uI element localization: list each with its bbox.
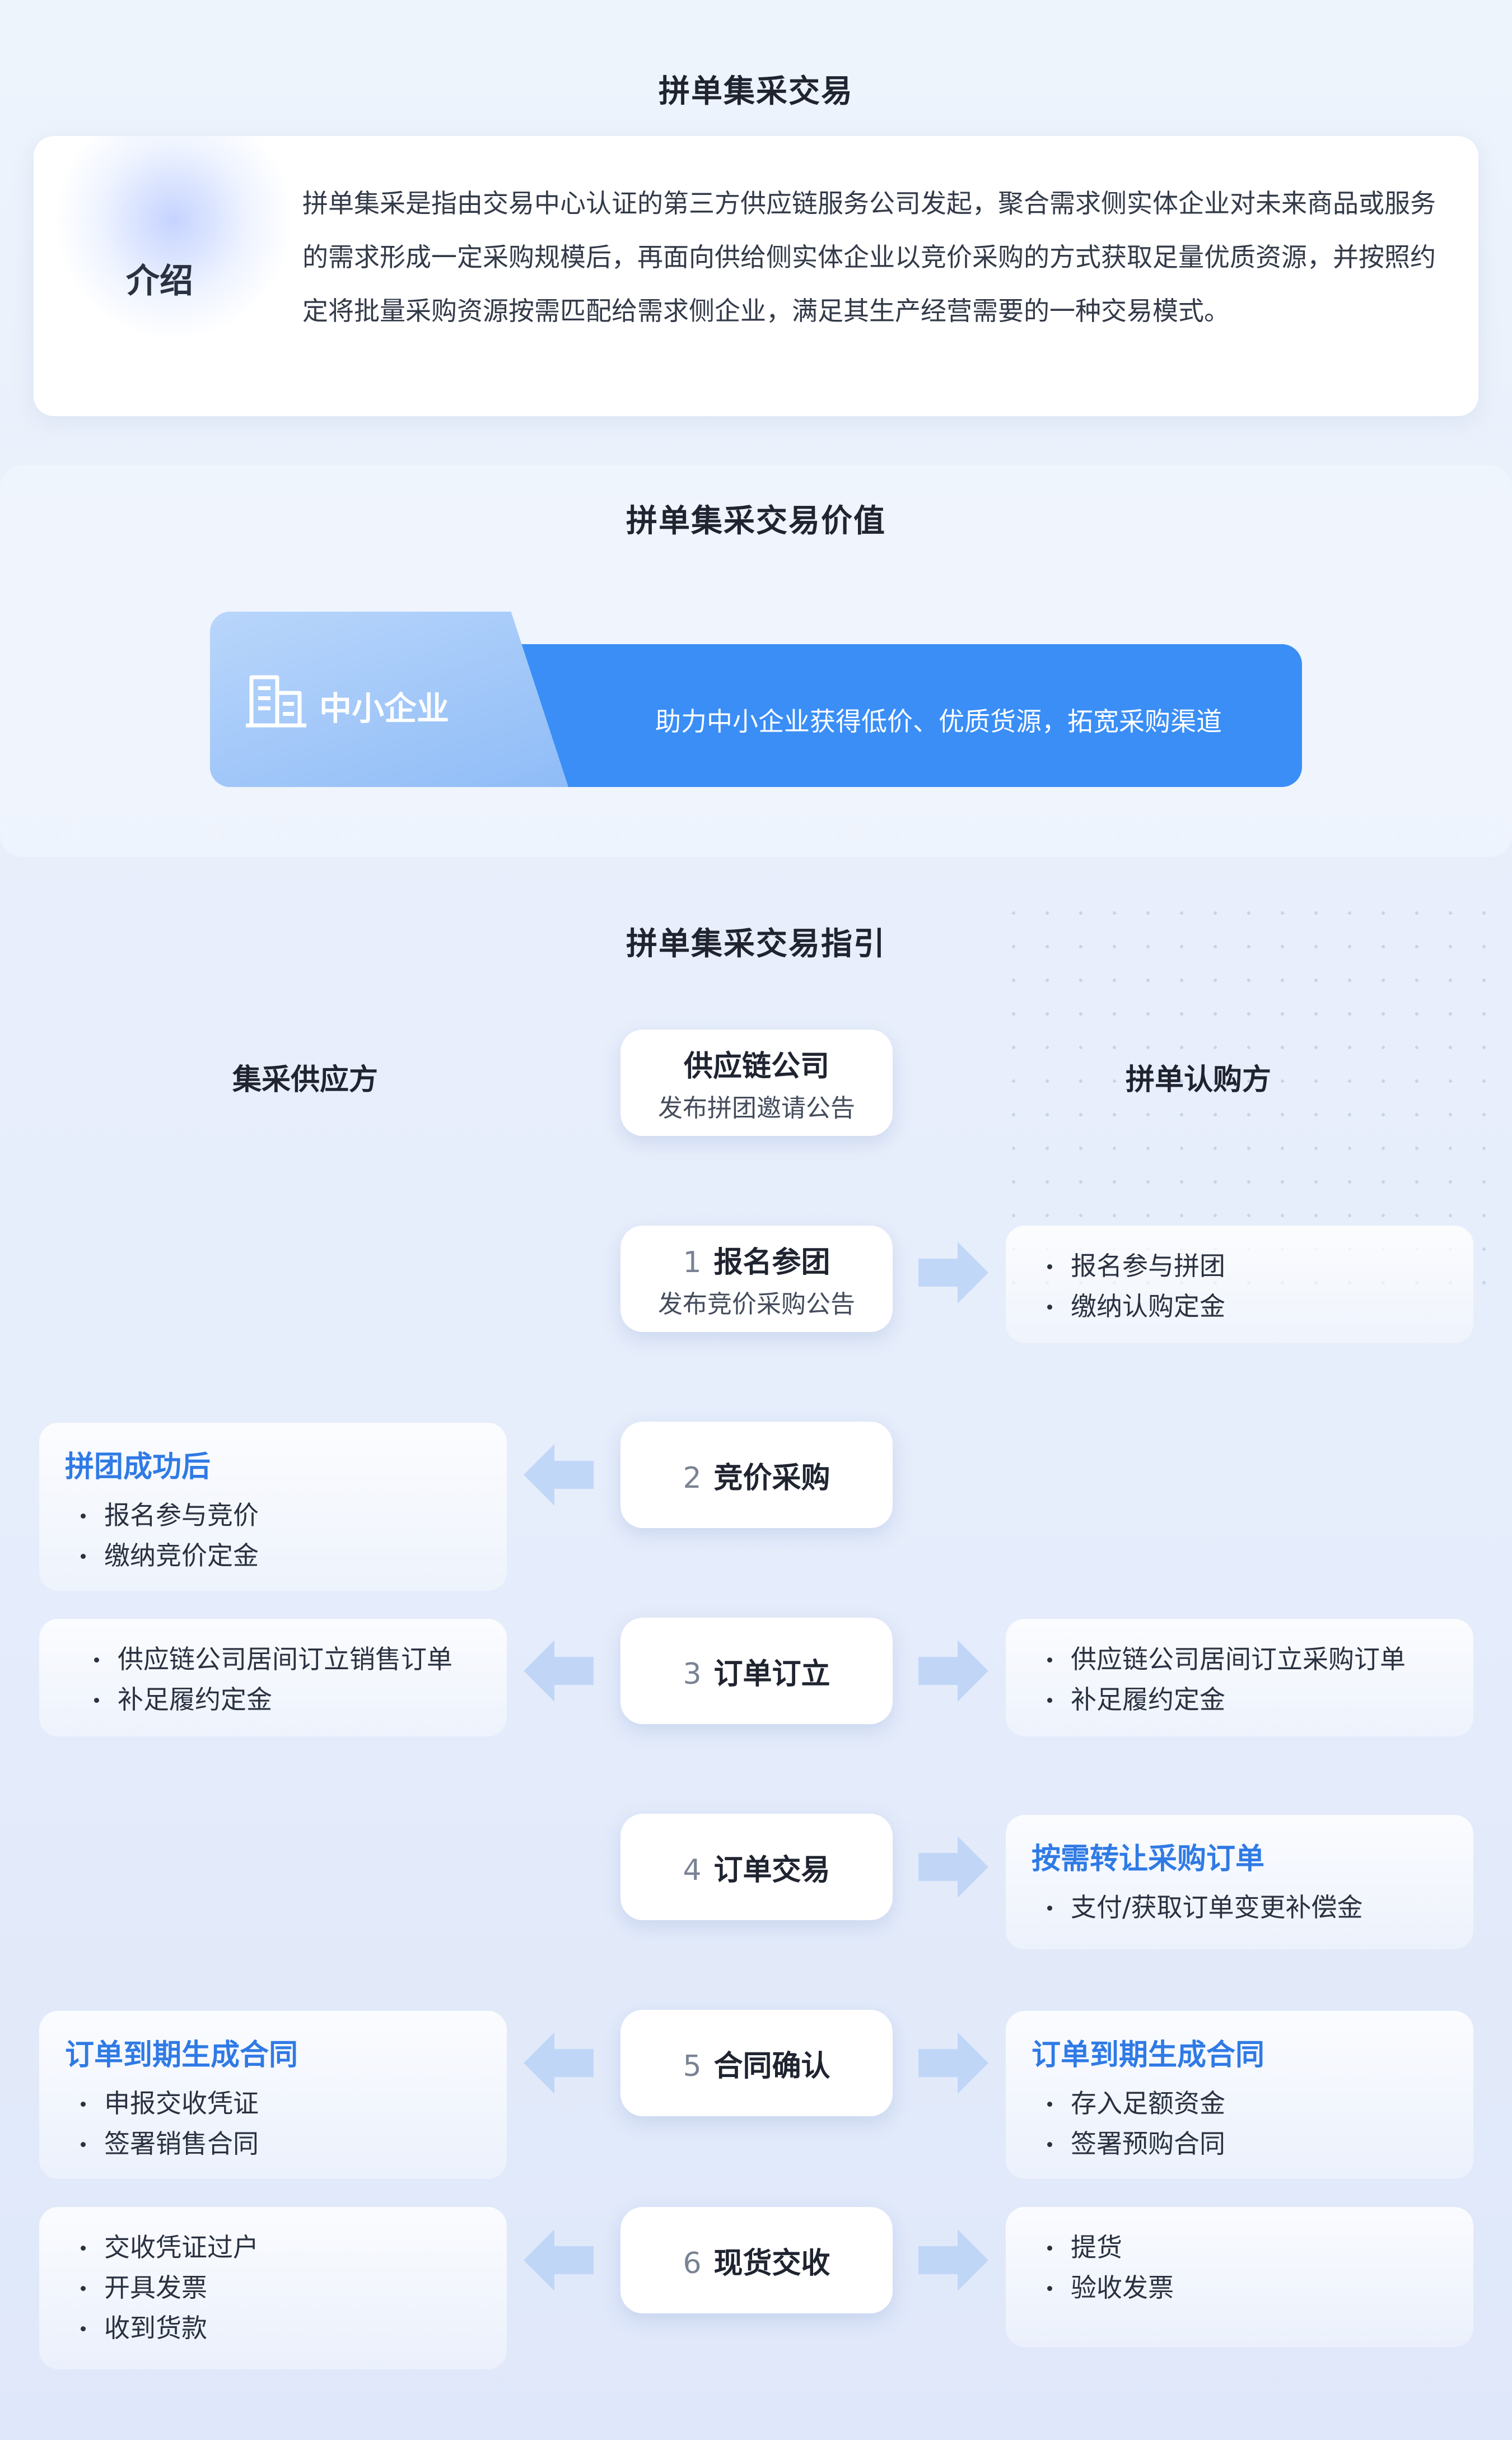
step-6-box: 6 现货交收 bbox=[620, 2207, 893, 2313]
step-5-left-card: 订单到期生成合同 申报交收凭证 签署销售合同 bbox=[39, 2011, 507, 2179]
step-label: 现货交收 bbox=[713, 2246, 830, 2280]
step-label: 订单交易 bbox=[713, 1853, 830, 1887]
step-number: 2 bbox=[683, 1461, 702, 1495]
dot-grid-decoration bbox=[997, 896, 1501, 1288]
list-item: 交收凭证过户 bbox=[65, 2227, 481, 2267]
intro-label: 介绍 bbox=[126, 262, 193, 301]
step-label: 报名参团 bbox=[713, 1245, 830, 1279]
list-item: 支付/获取订单变更补偿金 bbox=[1032, 1887, 1448, 1927]
list-item: 供应链公司居间订立采购订单 bbox=[1032, 1639, 1448, 1679]
step-number: 5 bbox=[683, 2049, 702, 2083]
step-label: 竞价采购 bbox=[713, 1461, 830, 1495]
step-subtitle: 发布竞价采购公告 bbox=[658, 1289, 855, 1319]
value-title: 拼单集采交易价值 bbox=[626, 503, 886, 539]
intro-text: 拼单集采是指由交易中心认证的第三方供应链服务公司发起，聚合需求侧实体企业对未来商… bbox=[302, 188, 1436, 326]
list-item: 补足履约定金 bbox=[78, 1679, 481, 1720]
arrow-right-icon bbox=[918, 1836, 988, 1898]
step-5-right-card: 订单到期生成合同 存入足额资金 签署预购合同 bbox=[1006, 2011, 1473, 2179]
arrow-left-icon bbox=[524, 2229, 594, 2291]
left-column-head: 集采供应方 bbox=[232, 1063, 379, 1097]
list-item: 验收发票 bbox=[1032, 2267, 1448, 2308]
step-3-box: 3 订单订立 bbox=[620, 1618, 893, 1724]
list-item: 签署预购合同 bbox=[1032, 2124, 1448, 2164]
step-number: 1 bbox=[683, 1245, 702, 1279]
step-number: 3 bbox=[683, 1657, 702, 1691]
card-title: 按需转让采购订单 bbox=[1032, 1842, 1265, 1876]
list-item: 报名参与竞价 bbox=[65, 1495, 481, 1535]
arrow-right-icon bbox=[918, 1640, 988, 1702]
arrow-left-icon bbox=[524, 1444, 594, 1506]
step-1-box: 1 报名参团 发布竞价采购公告 bbox=[620, 1226, 893, 1332]
intro-card: 介绍 拼单集采是指由交易中心认证的第三方供应链服务公司发起，聚合需求侧实体企业对… bbox=[34, 136, 1478, 416]
step-6-right-card: 提货 验收发票 bbox=[1006, 2207, 1473, 2347]
origin-box: 供应链公司 发布拼团邀请公告 bbox=[620, 1030, 893, 1136]
card-title: 订单到期生成合同 bbox=[1032, 2038, 1265, 2072]
list-item: 存入足额资金 bbox=[1032, 2083, 1448, 2124]
value-target-label: 中小企业 bbox=[319, 690, 450, 728]
intro-glow-decoration bbox=[56, 136, 291, 338]
list-item: 报名参与拼团 bbox=[1032, 1246, 1448, 1286]
list-item: 申报交收凭证 bbox=[65, 2083, 481, 2124]
step-2-box: 2 竞价采购 bbox=[620, 1422, 893, 1528]
step-2-left-card: 拼团成功后 报名参与竞价 缴纳竞价定金 bbox=[39, 1423, 507, 1591]
arrow-left-icon bbox=[524, 1640, 594, 1702]
step-5-box: 5 合同确认 bbox=[620, 2010, 893, 2116]
arrow-left-icon bbox=[524, 2032, 594, 2094]
list-item: 补足履约定金 bbox=[1032, 1679, 1448, 1720]
card-title: 拼团成功后 bbox=[65, 1450, 211, 1484]
list-item: 签署销售合同 bbox=[65, 2124, 481, 2164]
step-label: 订单订立 bbox=[713, 1657, 830, 1691]
card-title: 订单到期生成合同 bbox=[65, 2038, 298, 2072]
value-description: 助力中小企业获得低价、优质货源，拓宽采购渠道 bbox=[655, 706, 1222, 737]
step-number: 4 bbox=[683, 1853, 702, 1887]
list-item: 开具发票 bbox=[65, 2267, 481, 2308]
step-4-box: 4 订单交易 bbox=[620, 1814, 893, 1920]
origin-subtitle: 发布拼团邀请公告 bbox=[658, 1093, 855, 1123]
arrow-right-icon bbox=[918, 2229, 988, 2291]
step-3-right-card: 供应链公司居间订立采购订单 补足履约定金 bbox=[1006, 1619, 1473, 1736]
arrow-right-icon bbox=[918, 1242, 988, 1303]
step-4-right-card: 按需转让采购订单 支付/获取订单变更补偿金 bbox=[1006, 1815, 1473, 1949]
list-item: 提货 bbox=[1032, 2227, 1448, 2267]
list-item: 缴纳竞价定金 bbox=[65, 1535, 481, 1576]
origin-title: 供应链公司 bbox=[683, 1049, 829, 1083]
step-3-left-card: 供应链公司居间订立销售订单 补足履约定金 bbox=[39, 1619, 507, 1736]
step-number: 6 bbox=[683, 2246, 702, 2280]
step-1-right-card: 报名参与拼团 缴纳认购定金 bbox=[1006, 1226, 1473, 1343]
guide-title: 拼单集采交易指引 bbox=[626, 926, 886, 962]
step-6-left-card: 交收凭证过户 开具发票 收到货款 bbox=[39, 2207, 507, 2369]
list-item: 供应链公司居间订立销售订单 bbox=[78, 1639, 481, 1679]
building-icon bbox=[246, 675, 306, 728]
intro-title: 拼单集采交易 bbox=[659, 73, 853, 110]
list-item: 收到货款 bbox=[65, 2308, 481, 2348]
arrow-right-icon bbox=[918, 2032, 988, 2094]
list-item: 缴纳认购定金 bbox=[1032, 1286, 1448, 1326]
right-column-head: 拼单认购方 bbox=[1126, 1063, 1272, 1097]
step-label: 合同确认 bbox=[713, 2049, 830, 2083]
